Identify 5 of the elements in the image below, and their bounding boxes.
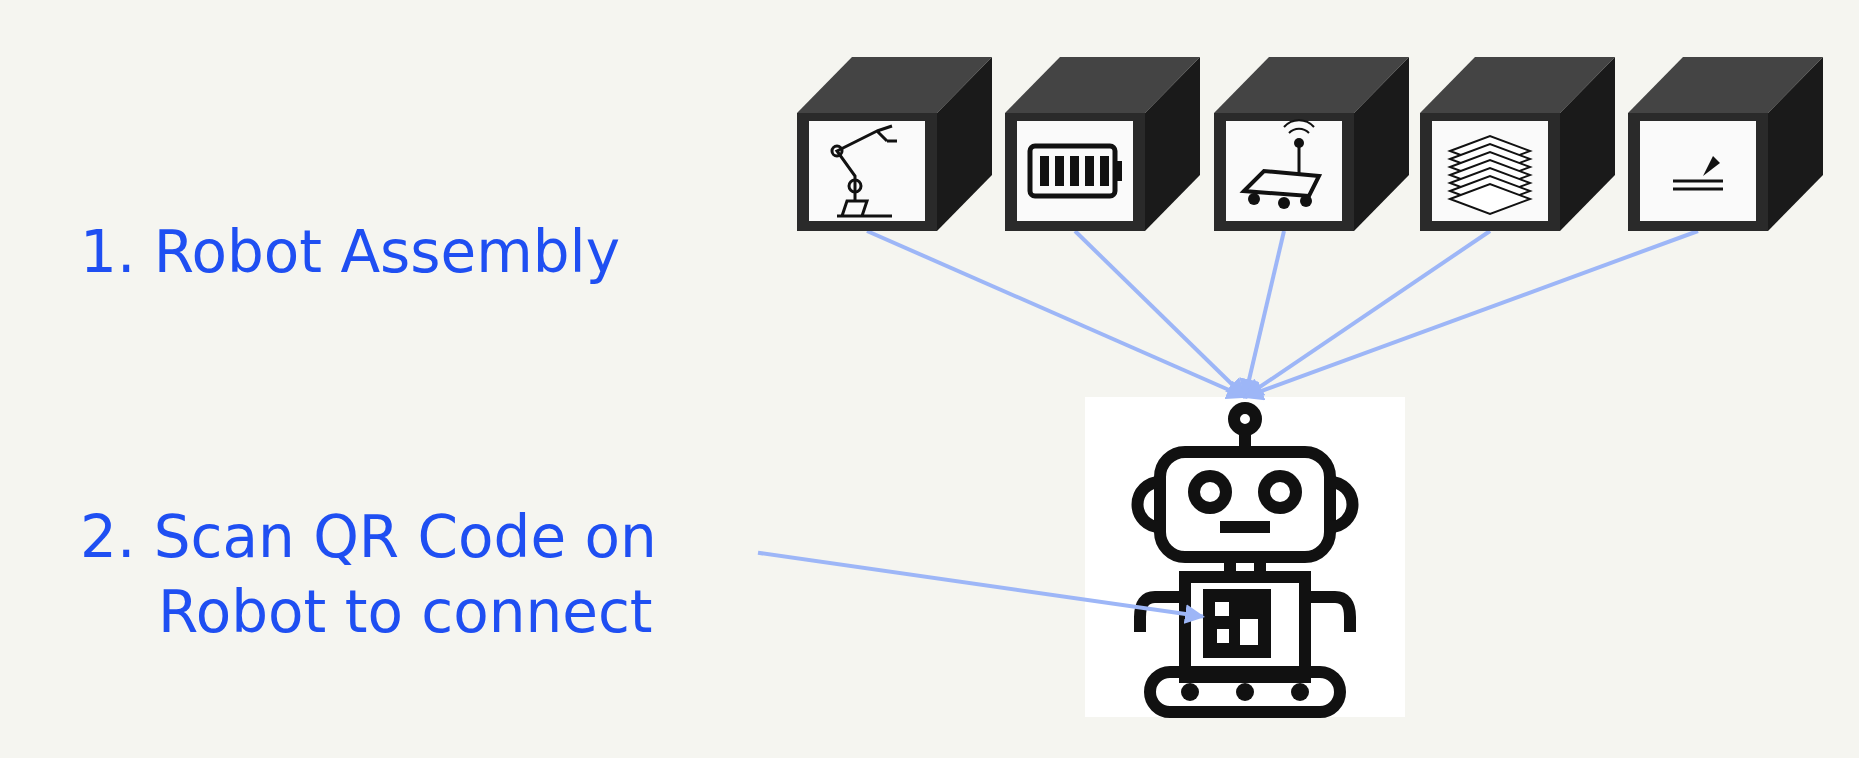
- robot-drawing: [1085, 397, 1405, 717]
- arrow: [757, 550, 1205, 624]
- step-text: 1. Robot Assembly: [80, 217, 620, 288]
- step-text: 2. Scan QR Code on Robot to connect: [80, 500, 758, 651]
- code-marker: [1203, 589, 1271, 658]
